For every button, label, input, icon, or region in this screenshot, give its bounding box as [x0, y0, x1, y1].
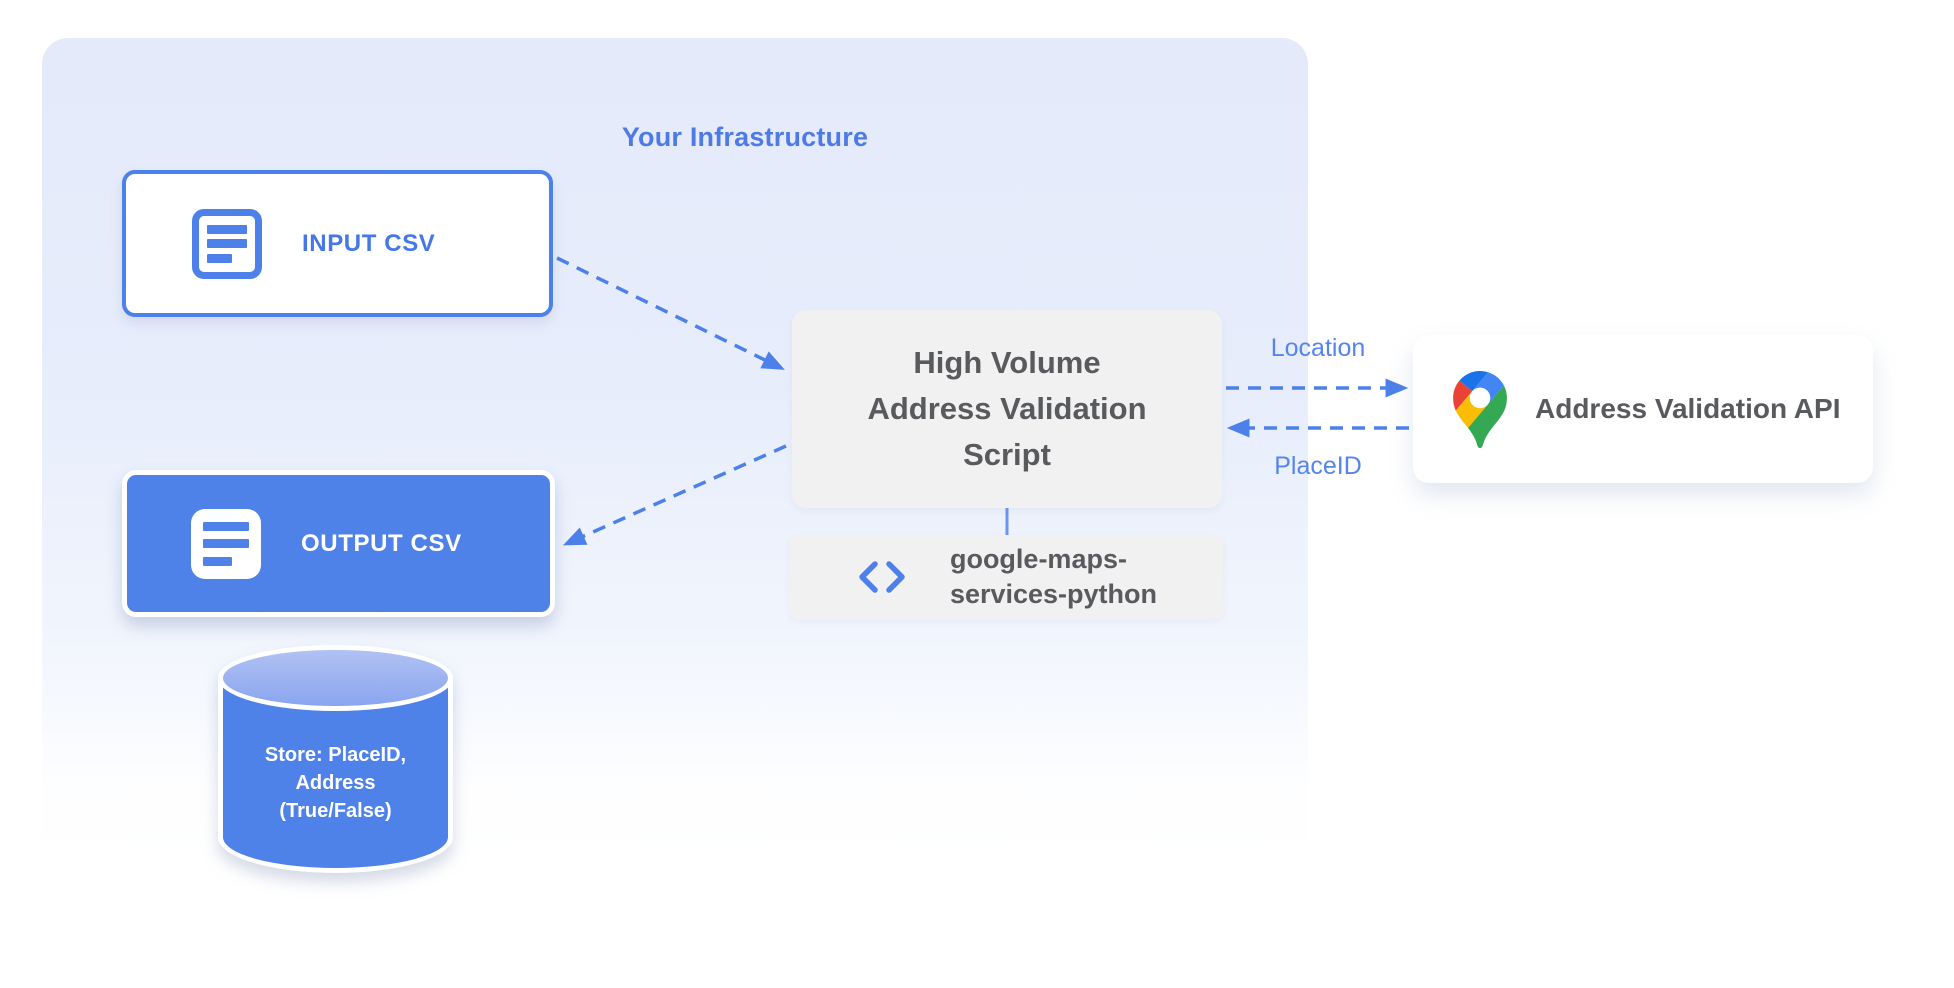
library-label: google-maps- services-python — [950, 542, 1157, 612]
library-label-line: services-python — [949, 579, 1158, 609]
infrastructure-title: Your Infrastructure — [621, 122, 869, 152]
script-node: High Volume Address Validation Script — [792, 310, 1222, 508]
library-node: google-maps- services-python — [790, 535, 1223, 619]
google-maps-pin-icon — [1453, 370, 1507, 448]
api-label: Address Validation API — [1535, 393, 1841, 424]
document-outline-icon — [192, 208, 262, 279]
datastore-line: Address — [295, 772, 376, 794]
icon-line — [203, 521, 249, 531]
output-csv-label: OUTPUT CSV — [301, 529, 462, 557]
library-label-line: google-maps- — [949, 544, 1127, 574]
datastore-line: (True/False) — [279, 800, 392, 822]
api-node: Address Validation API — [1413, 335, 1873, 483]
script-label-line: Script — [963, 437, 1051, 472]
input-csv-node: INPUT CSV — [122, 170, 553, 317]
script-label-line: Address Validation — [867, 391, 1147, 426]
icon-line — [207, 253, 232, 263]
code-icon — [859, 561, 905, 593]
icon-line — [203, 556, 232, 566]
pin-segment — [1453, 380, 1473, 411]
icon-line — [203, 539, 249, 548]
output-csv-node: OUTPUT CSV — [122, 470, 555, 617]
input-csv-label: INPUT CSV — [302, 229, 436, 257]
pin-segment — [1472, 371, 1504, 405]
pin-segment — [1455, 390, 1488, 428]
pin-segment — [1468, 384, 1507, 448]
location-edge-label: Location — [1270, 334, 1366, 362]
pin-segment — [1459, 370, 1489, 391]
cylinder-top — [218, 645, 453, 711]
script-label-line: High Volume — [913, 345, 1101, 380]
datastore-line: Store: PlaceID, — [264, 744, 407, 766]
document-filled-icon — [191, 508, 261, 579]
datastore-label: Store: PlaceID, Address (True/False) — [218, 741, 453, 825]
icon-line — [207, 224, 247, 234]
placeid-edge-label: PlaceID — [1274, 452, 1362, 480]
datastore-cylinder: Store: PlaceID, Address (True/False) — [218, 645, 453, 873]
icon-line — [207, 239, 247, 248]
cylinder-body — [218, 677, 453, 873]
